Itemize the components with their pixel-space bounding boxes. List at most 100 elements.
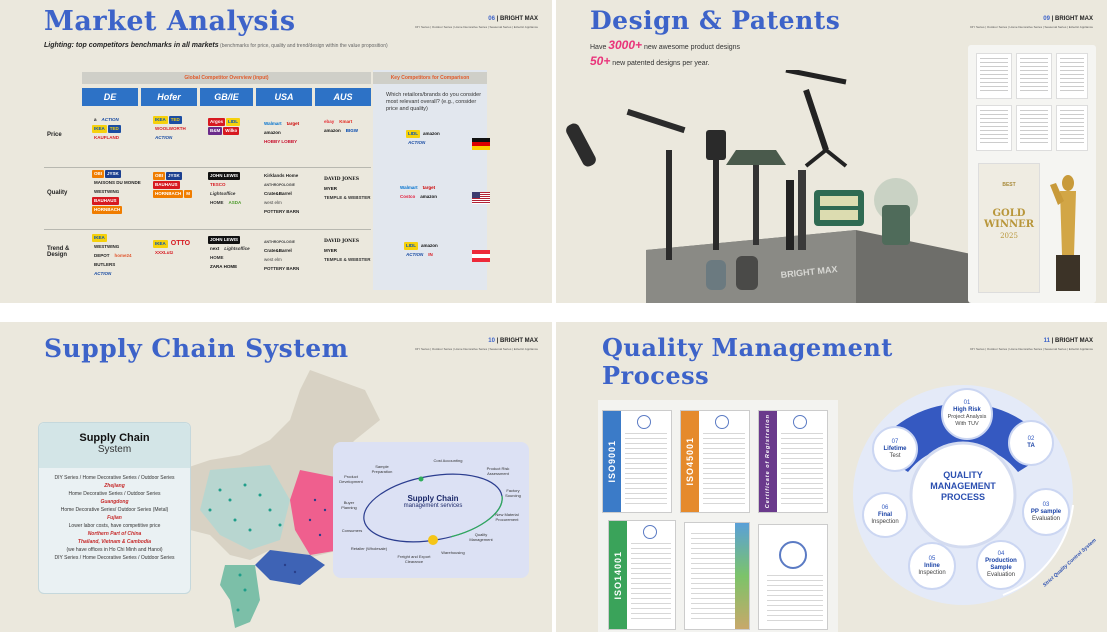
logo-myer: MYER — [324, 248, 338, 253]
logo-action: ACTION — [408, 140, 426, 145]
logo-lidl: LIDL — [404, 242, 418, 250]
logo-action: ACTION — [101, 117, 119, 122]
brand-nav: DIY Series | Outdoor Series | Home Decor… — [415, 25, 538, 29]
supply-line: Lower labor costs, have competitive pric… — [68, 523, 161, 529]
slide-design-patents: Design & Patents 09 | BRIGHT MAX DIY Ser… — [556, 0, 1107, 303]
logo-ted: TED — [168, 116, 182, 124]
row-separator — [44, 167, 371, 168]
key-trend-logos: LIDL amazon ACTION IN — [404, 242, 454, 259]
node-retailer: Retailer (Wholesale) — [350, 546, 388, 551]
logo-jysk: JYSK — [105, 170, 121, 178]
logo-john-lewis: JOHN LEWIS — [208, 172, 241, 180]
region-label: Guangdong — [100, 499, 129, 505]
supply-chain-system-box: Supply Chain System DIY Series / Home De… — [38, 422, 191, 594]
seal-icon — [715, 415, 729, 429]
country-gb: GB/IE — [200, 88, 253, 106]
step-title: Lifetime — [883, 445, 907, 452]
cell-price-usa: Walmart target amazon HOBBY LOBBY — [262, 120, 310, 146]
supply-line: Home Decorative Series / Outdoor Series — [68, 491, 161, 497]
trophy-icon — [1050, 175, 1080, 291]
logo-david-jones: DAVID JONES — [324, 177, 359, 182]
step-subtitle: Test — [889, 452, 901, 459]
step-number: 05 — [928, 555, 936, 562]
logo-hobby-lobby: HOBBY LOBBY — [264, 139, 298, 144]
logo-bm: B&M — [208, 127, 223, 135]
logo-westwing: WESTWING — [94, 244, 120, 249]
southeast-asia-region — [220, 565, 260, 628]
slide-quality-management: Quality Management Process 11 | BRIGHT M… — [556, 322, 1107, 632]
award-certificate: BEST GOLD WINNER 2025 — [978, 163, 1040, 293]
brand-header: 10 | BRIGHT MAX DIY Series | Outdoor Ser… — [415, 338, 538, 351]
logo-amazon: amazon — [421, 243, 438, 248]
designs-prefix: Have — [590, 44, 609, 51]
step-05: 05 Inline Inspection — [908, 542, 956, 590]
logo-crate-barrel: Crate&Barrel — [264, 191, 292, 196]
cell-trend-aus: DAVID JONES MYER TEMPLE & WEBSTER — [322, 238, 371, 264]
award-title: GOLD WINNER — [983, 208, 1035, 230]
cert-document — [684, 522, 750, 630]
step-02: 02 TA — [1008, 420, 1054, 466]
logo-anthropologie: ANTHROPOLOGIE — [264, 183, 295, 187]
work-light-icon — [814, 190, 864, 226]
key-quality-logos: Walmart target Costco amazon — [398, 184, 454, 201]
cell-quality-gb: JOHN LEWIS TESCO Lightsoffice HOME ASDA — [208, 172, 252, 207]
logo-ted: TED — [107, 125, 121, 133]
region-label: Fujian — [107, 515, 122, 521]
slide-title: Market Analysis — [44, 6, 296, 37]
title-line-2: Process — [602, 361, 710, 390]
brand-name: BRIGHT MAX — [500, 338, 538, 344]
flashlight-icon — [566, 123, 596, 167]
step-title: High Risk — [953, 407, 981, 413]
country-aus: AUS — [315, 88, 371, 106]
brand-header: 11 | BRIGHT MAX DIY Series | Outdoor Ser… — [970, 338, 1093, 351]
designs-count: 3000+ — [608, 38, 642, 52]
node-new-material: New Material Procurement — [495, 512, 519, 522]
austria-flag-icon — [472, 250, 490, 262]
cert-document — [758, 524, 828, 630]
step-title: Inline — [924, 562, 940, 569]
torch-icon — [786, 180, 794, 250]
node-freight: Freight and Export Clearance — [397, 554, 431, 564]
logo-argos: Argos — [208, 118, 226, 126]
node-quality-mgmt: Quality Management — [469, 532, 493, 542]
step-title: Production Sample — [985, 558, 1017, 571]
logo-action: ACTION — [406, 252, 424, 257]
step-title: TA — [1027, 443, 1035, 449]
tripod-light-icon — [803, 89, 829, 151]
cell-price-de: a ACTION IKEA TED KAUFLAND — [92, 116, 136, 142]
cert-label: Certificate of Registration — [765, 414, 771, 509]
subtitle: Lighting: top competitors benchmarks in … — [44, 42, 388, 49]
logo-walmart: Walmart — [400, 185, 418, 190]
step-number: 02 — [1027, 436, 1035, 442]
country-de: DE — [82, 88, 138, 106]
cell-quality-aus: DAVID JONES MYER TEMPLE & WEBSTER — [322, 176, 371, 202]
subtitle-rest: (benchmarks for price, quality and trend… — [218, 43, 388, 49]
logo-lightsoffice: Lightsoffice — [210, 191, 236, 196]
logo-crate-barrel: Crate&Barrel — [264, 248, 292, 253]
supply-line: (we have offices in Ho Chi Minh and Hano… — [66, 547, 163, 553]
step-number: 01 — [963, 400, 971, 406]
brand-name: BRIGHT MAX — [500, 16, 538, 22]
step-01: 01 High Risk Project Analysis With TUV — [941, 388, 993, 440]
logo-butlers: BUTLERS — [94, 262, 116, 267]
cell-trend-de: IKEA WESTWING DEPOT home24 BUTLERS ACTIO… — [92, 234, 136, 278]
cert-label: ISO45001 — [685, 437, 695, 486]
step-subtitle: Evaluation — [1031, 515, 1061, 522]
logo-amazon: amazon — [423, 131, 440, 136]
seal-icon — [793, 415, 807, 429]
award-year: 2025 — [1000, 232, 1018, 240]
logo-asda: ASDA — [228, 200, 242, 205]
supply-lines: DIY Series / Home Decorative Series / Ou… — [39, 468, 190, 562]
logo-lidl: LIDL — [226, 118, 241, 126]
cell-trend-gb: JOHN LEWIS next Lightsoffice HOME ZARA H… — [208, 236, 252, 271]
step-06: 06 Final Inspection — [862, 492, 908, 538]
logo-kmart: Kmart — [339, 119, 353, 124]
logo-zara-home: ZARA HOME — [210, 264, 238, 269]
logo-westwing: WESTWING — [94, 189, 120, 194]
supply-line: Home Decorative Series/ Outdoor Series (… — [60, 507, 169, 513]
logo-amazon: amazon — [264, 130, 281, 135]
cell-price-gb: Argos LIDL B&M Wilko — [208, 118, 252, 135]
designs-text: new awesome product designs — [642, 44, 741, 51]
cell-quality-de: OBI JYSK MAISONS DU MONDE WESTWING BAUHA… — [92, 170, 141, 214]
key-question: Which retailors/brands do you consider m… — [386, 92, 482, 112]
